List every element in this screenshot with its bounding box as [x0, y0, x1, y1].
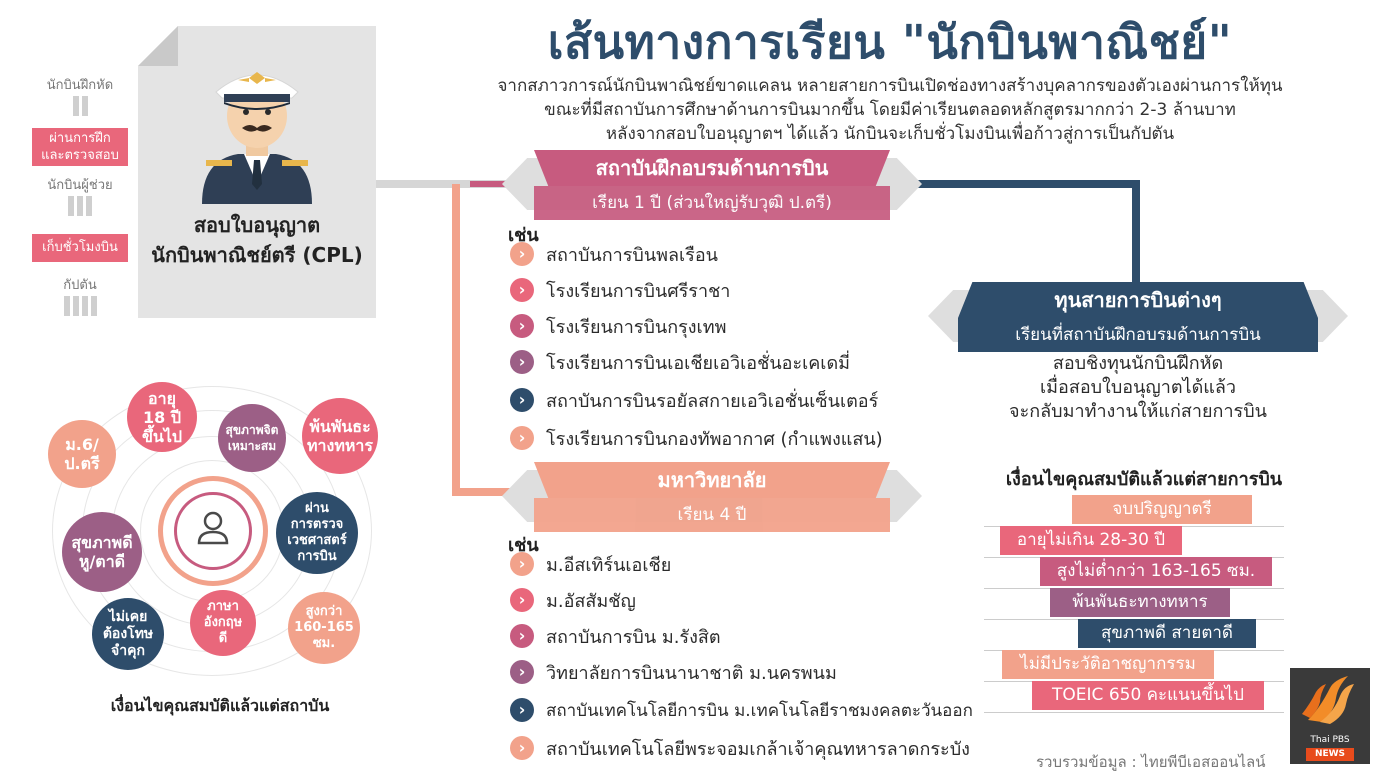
chevron-icon — [510, 314, 534, 338]
airline-banner: ทุนสายการบินต่างๆ เรียนที่สถาบันฝึกอบรมด… — [958, 282, 1318, 352]
cond-military-circle: พ้นพันธะทางทหาร — [302, 398, 378, 474]
license-card-fold — [138, 26, 178, 66]
connector-to-airline-v — [1132, 180, 1140, 290]
chevron-icon — [510, 588, 534, 612]
list-item: วิทยาลัยการบินนานาชาติ ม.นครพนม — [510, 654, 990, 690]
cond-english-circle: ภาษาอังกฤษดี — [190, 590, 256, 656]
intro-line-3: หลังจากสอบใบอนุญาตฯ ได้แล้ว นักบินจะเก็บ… — [605, 124, 1175, 144]
rank-trainee: นักบินฝึกหัด — [46, 78, 114, 93]
list-item: โรงเรียนการบินกรุงเทพ — [510, 308, 980, 344]
condition-health: สุขภาพดี สายตาดี — [1078, 619, 1256, 648]
condition-age: อายุไม่เกิน 28-30 ปี — [1000, 526, 1182, 555]
intro-line-1: จากสภาวการณ์นักบินพาณิชย์ขาดแคลน หลายสาย… — [497, 76, 1283, 96]
chevron-icon — [510, 242, 534, 266]
cond-education-circle: ม.6/ป.ตรี — [48, 420, 116, 488]
institute-conditions-caption: เงื่อนไขคุณสมบัติแล้วแต่สถาบัน — [110, 696, 330, 715]
list-item: ม.อัสสัมชัญ — [510, 582, 990, 618]
cpl-license-label: สอบใบอนุญาต นักบินพาณิชย์ตรี (CPL) — [151, 213, 363, 267]
page-title: เส้นทางการเรียน "นักบินพาณิชย์" — [547, 15, 1233, 69]
ring-outer — [52, 386, 372, 676]
chevron-icon — [510, 388, 534, 412]
connector-pink-segment — [470, 181, 510, 187]
pilot-icon — [202, 72, 312, 204]
connector-to-airline-h — [896, 180, 1136, 188]
chevron-icon — [510, 736, 534, 760]
chevron-icon — [510, 278, 534, 302]
chevron-icon — [510, 660, 534, 684]
chevron-icon — [510, 624, 534, 648]
institute-title: สถาบันฝึกอบรมด้านการบิน — [534, 150, 890, 186]
airline-description: สอบชิงทุนนักบินฝึกหัด เมื่อสอบใบอนุญาตได… — [1009, 353, 1267, 422]
rank-copilot-stripes — [60, 196, 100, 216]
cond-age-circle: อายุ18 ปีขึ้นไป — [127, 382, 197, 452]
university-subtitle: เรียน 4 ปี — [534, 498, 890, 532]
airline-conditions-title: เงื่อนไขคุณสมบัติแล้วแต่สายการบิน — [1005, 469, 1283, 490]
list-item: สถาบันเทคโนโลยีการบิน ม.เทคโนโลยีราชมงคล… — [510, 690, 990, 730]
thai-pbs-logo: Thai PBS NEWS — [1290, 668, 1370, 764]
university-example-label: เช่น — [508, 535, 539, 556]
condition-military: พ้นพันธะทางทหาร — [1050, 588, 1230, 617]
list-item: สถาบันเทคโนโลยีพระจอมเกล้าเจ้าคุณทหารลาด… — [510, 730, 990, 766]
connector-to-university — [452, 488, 536, 496]
institute-banner: สถาบันฝึกอบรมด้านการบิน เรียน 1 ปี (ส่วน… — [534, 150, 890, 220]
chevron-icon — [510, 698, 534, 722]
list-item: โรงเรียนการบินเอเชียเอวิเอชั่นอะเคเดมี่ — [510, 344, 980, 380]
institute-subtitle: เรียน 1 ปี (ส่วนใหญ่รับวุฒิ ป.ตรี) — [534, 186, 890, 220]
cond-mental-health-circle: สุขภาพจิตเหมาะสม — [218, 404, 286, 472]
list-item: ม.อีสเทิร์นเอเชีย — [510, 546, 990, 582]
list-item: สถาบันการบินพลเรือน — [510, 236, 980, 272]
list-item: สถาบันการบินรอยัลสกายเอวิเอชั่นเซ็นเตอร์ — [510, 380, 980, 420]
rank-captain-stripes — [58, 296, 102, 316]
rank-trainee-stripes — [60, 96, 100, 116]
airline-subtitle: เรียนที่สถาบันฝึกอบรมด้านการบิน — [958, 318, 1318, 352]
list-item: สถาบันการบิน ม.รังสิต — [510, 618, 990, 654]
source-credit: รวบรวมข้อมูล : ไทยพีบีเอสออนไลน์ — [1036, 753, 1266, 771]
rank-captain: กัปตัน — [63, 278, 97, 293]
cond-aviation-medical-circle: ผ่านการตรวจเวชศาสตร์การบิน — [276, 492, 358, 574]
list-item: โรงเรียนการบินศรีราชา — [510, 272, 980, 308]
condition-toeic: TOEIC 650 คะแนนขึ้นไป — [1032, 681, 1264, 710]
institute-list: สถาบันการบินพลเรือน โรงเรียนการบินศรีราช… — [510, 236, 980, 456]
person-icon — [197, 511, 229, 545]
rank-copilot: นักบินผู้ช่วย — [47, 178, 113, 193]
chevron-icon — [510, 426, 534, 450]
condition-no-criminal-record: ไม่มีประวัติอาชญากรรม — [1002, 650, 1214, 679]
cond-physical-health-circle: สุขภาพดีหู/ตาดี — [62, 512, 142, 592]
connector-vertical-peach — [452, 184, 460, 494]
list-item: โรงเรียนการบินกองทัพอากาศ (กำแพงแสน) — [510, 420, 980, 456]
university-banner: มหาวิทยาลัย เรียน 4 ปี — [534, 462, 890, 532]
chevron-icon — [510, 350, 534, 374]
thai-pbs-flame-icon — [1302, 676, 1354, 724]
institute-example-label: เช่น — [508, 225, 539, 246]
condition-height: สูงไม่ต่ำกว่า 163-165 ซม. — [1040, 557, 1272, 586]
divider — [984, 712, 1284, 713]
intro-line-2: ขณะที่มีสถาบันการศึกษาด้านการบินมากขึ้น … — [544, 100, 1236, 120]
university-title: มหาวิทยาลัย — [534, 462, 890, 498]
step-training-badge: ผ่านการฝึก และตรวจสอบ — [32, 128, 128, 166]
airline-title: ทุนสายการบินต่างๆ — [958, 282, 1318, 318]
step-flight-hours-badge: เก็บชั่วโมงบิน — [32, 234, 128, 262]
university-list: ม.อีสเทิร์นเอเชีย ม.อัสสัมชัญ สถาบันการบ… — [510, 546, 990, 766]
chevron-icon — [510, 552, 534, 576]
cond-no-prison-circle: ไม่เคยต้องโทษจำคุก — [92, 598, 164, 670]
condition-degree: จบปริญญาตรี — [1072, 495, 1252, 524]
